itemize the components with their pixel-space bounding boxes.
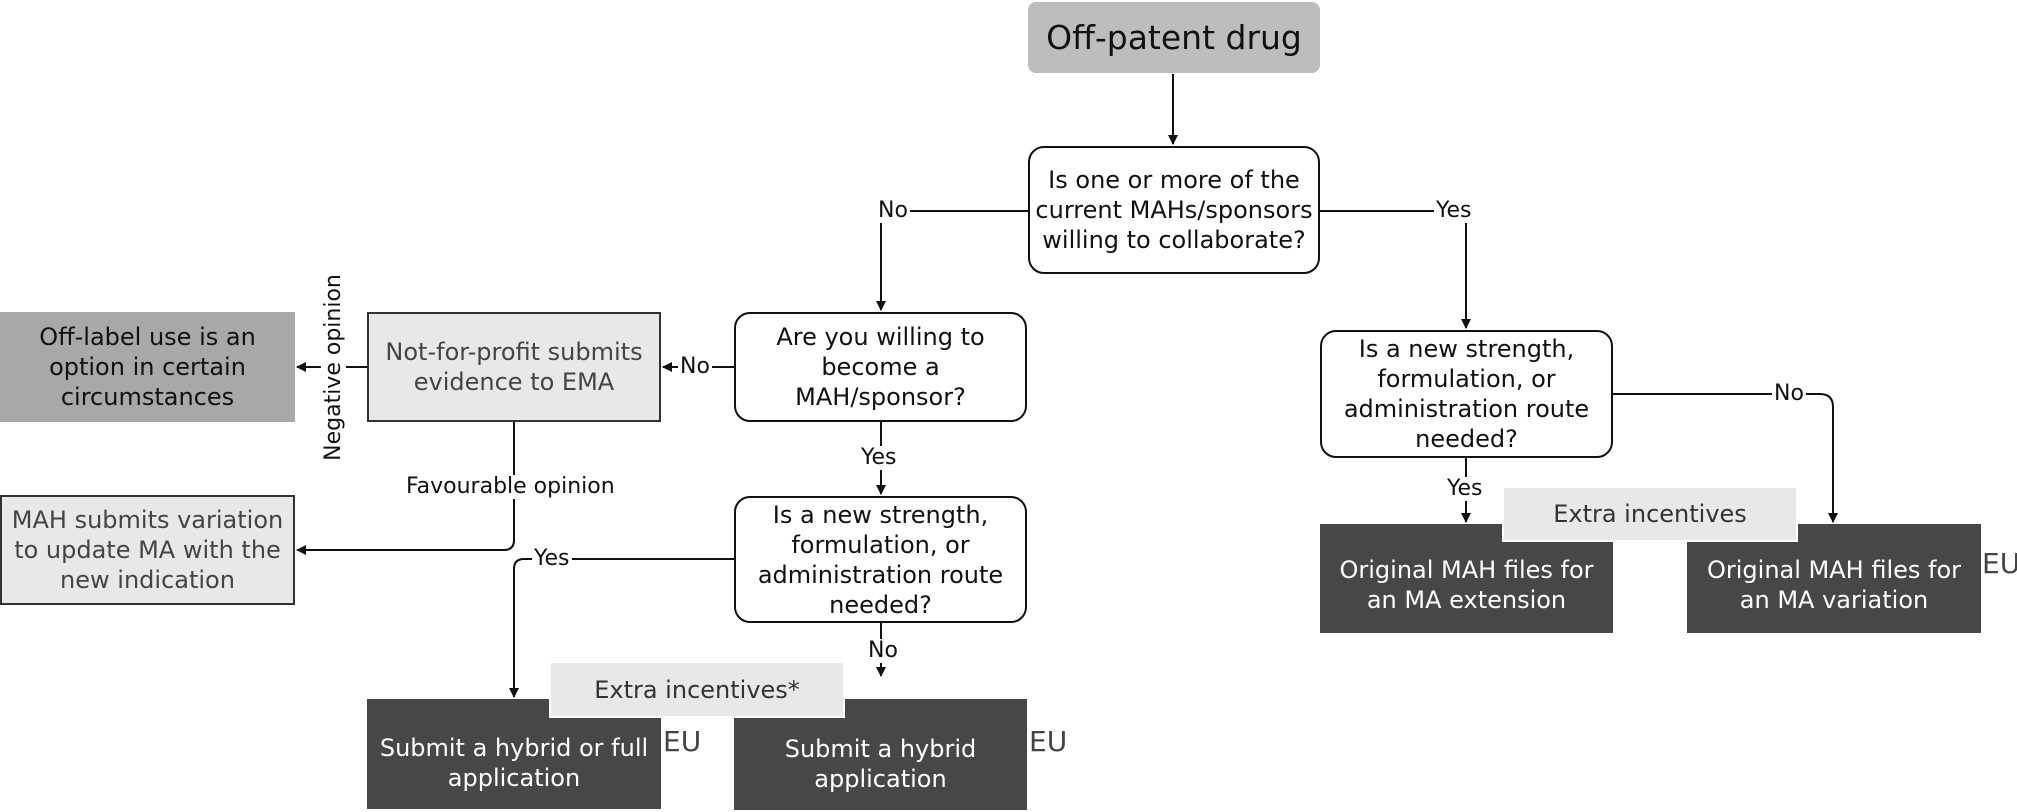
eu-mark-hybrid: EU bbox=[1029, 725, 1068, 758]
label-favourable-opinion: Favourable opinion bbox=[404, 474, 617, 500]
decision-new-strength-right: Is a new strength, formulation, or admin… bbox=[1320, 330, 1613, 458]
label-new-left-no: No bbox=[866, 638, 900, 664]
off-label-node: Off-label use is an option in certain ci… bbox=[0, 312, 295, 422]
not-for-profit-node: Not-for-profit submits evidence to EMA bbox=[367, 312, 661, 422]
arrow-new-left-yes bbox=[509, 558, 734, 698]
arrow-new-right-no bbox=[1613, 393, 1838, 523]
decision-collaborate: Is one or more of the current MAHs/spons… bbox=[1028, 146, 1320, 274]
mah-variation-node: MAH submits variation to update MA with … bbox=[0, 495, 295, 605]
eu-mark-hybrid-full: EU bbox=[663, 725, 702, 758]
arrow-collab-yes bbox=[1320, 210, 1471, 329]
label-new-right-no: No bbox=[1772, 381, 1806, 407]
eu-mark-variation: EU bbox=[1982, 547, 2017, 580]
ma-variation-node: Original MAH files for an MA variation bbox=[1687, 524, 1981, 633]
extra-incentives-left: Extra incentives* bbox=[549, 661, 845, 718]
extra-incentives-right: Extra incentives bbox=[1502, 486, 1798, 542]
label-negative-opinion: Negative opinion bbox=[320, 271, 346, 463]
label-become-yes: Yes bbox=[859, 445, 899, 471]
label-collab-no: No bbox=[876, 198, 910, 224]
decision-become-mah: Are you willing to become a MAH/sponsor? bbox=[734, 312, 1027, 422]
label-new-left-yes: Yes bbox=[532, 546, 572, 572]
arrow-collab-no bbox=[876, 210, 1028, 311]
label-collab-yes: Yes bbox=[1434, 198, 1474, 224]
label-become-no: No bbox=[678, 354, 712, 380]
arrow-favourable bbox=[296, 422, 515, 555]
decision-new-strength-left: Is a new strength, formulation, or admin… bbox=[734, 496, 1027, 623]
start-node: Off-patent drug bbox=[1028, 2, 1320, 73]
label-new-right-yes: Yes bbox=[1445, 476, 1485, 502]
ma-extension-node: Original MAH files for an MA extension bbox=[1320, 524, 1613, 633]
